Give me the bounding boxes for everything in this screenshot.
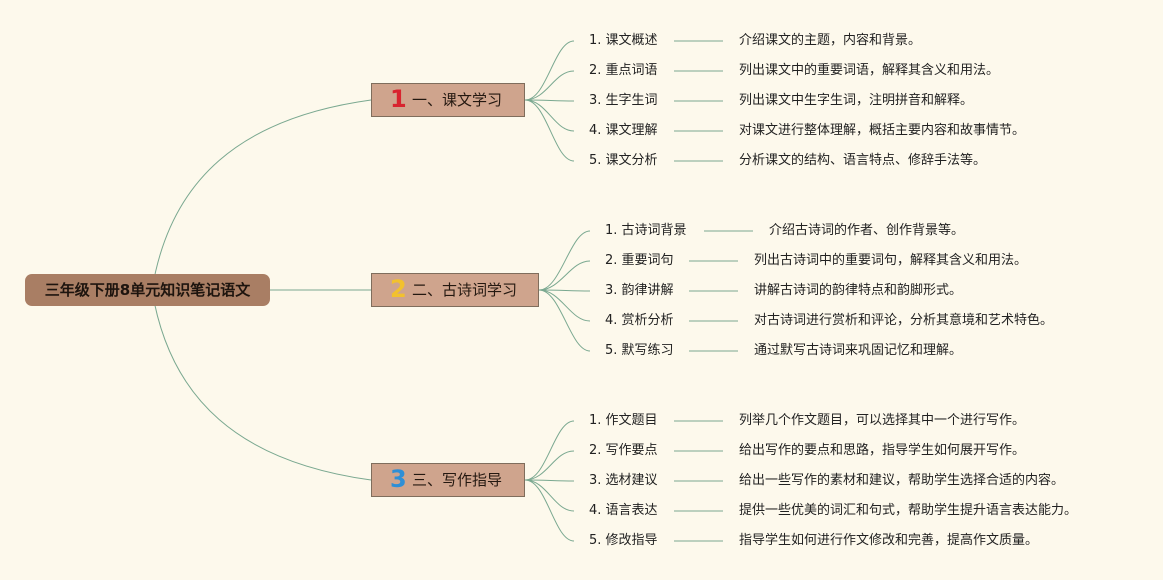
branch-3-to-item-4-line	[524, 479, 575, 512]
branch-1-item-4[interactable]: 4. 课文理解	[589, 123, 658, 138]
branch-2-item-5[interactable]: 5. 默写练习	[605, 343, 674, 358]
branch-3-to-item-5-line	[524, 479, 575, 542]
branch-2-item-3[interactable]: 3. 韵律讲解	[605, 283, 674, 298]
number-2-badge: 2	[390, 275, 407, 303]
branch-2-label: 二、古诗词学习	[412, 281, 518, 299]
branch-3-to-item-2-line	[524, 450, 575, 481]
branch-2-item-1-desc: 介绍古诗词的作者、创作背景等。	[769, 223, 965, 238]
branch-1-to-item-5-line	[524, 99, 575, 162]
branch-3-node[interactable]: 3 三、写作指导	[371, 463, 525, 497]
branch-3-to-item-3-line	[524, 479, 575, 482]
branch-3-label: 三、写作指导	[412, 471, 503, 489]
branch-2-to-item-4-line	[538, 289, 591, 322]
branch-1-item-4-desc: 对课文进行整体理解，概括主要内容和故事情节。	[739, 123, 1026, 138]
branch-2-item-5-desc: 通过默写古诗词来巩固记忆和理解。	[754, 343, 963, 358]
branch-3-item-4-desc: 提供一些优美的词汇和句式，帮助学生提升语言表达能力。	[739, 503, 1078, 518]
branch-2-to-item-5-line	[538, 289, 591, 352]
branch-2-item-3-desc: 讲解古诗词的韵律特点和韵脚形式。	[754, 283, 963, 298]
branch-2-item-2-desc: 列出古诗词中的重要词句，解释其含义和用法。	[754, 253, 1028, 268]
branch-3-item-4[interactable]: 4. 语言表达	[589, 503, 658, 518]
branch-1-item-1[interactable]: 1. 课文概述	[589, 33, 658, 48]
branch-3-item-3-desc: 给出一些写作的素材和建议，帮助学生选择合适的内容。	[739, 473, 1065, 488]
branch-2-item-4-desc: 对古诗词进行赏析和评论，分析其意境和艺术特色。	[754, 313, 1054, 328]
branch-3-item-2-desc: 给出写作的要点和思路，指导学生如何展开写作。	[739, 443, 1026, 458]
branch-2-item-1[interactable]: 1. 古诗词背景	[605, 223, 687, 238]
branch-1-to-item-2-line	[524, 70, 575, 101]
branch-1-item-5-desc: 分析课文的结构、语言特点、修辞手法等。	[739, 153, 987, 168]
branch-1-item-3[interactable]: 3. 生字生词	[589, 93, 658, 108]
root-to-branch-1-line	[151, 99, 372, 291]
branch-1-item-2[interactable]: 2. 重点词语	[589, 63, 658, 78]
branch-2-item-4[interactable]: 4. 赏析分析	[605, 313, 674, 328]
branch-3-item-5[interactable]: 5. 修改指导	[589, 533, 658, 548]
branch-1-to-item-1-line	[524, 40, 575, 101]
root-node[interactable]: 三年级下册8单元知识笔记语文	[25, 274, 270, 306]
branch-1-node[interactable]: 1 一、课文学习	[371, 83, 525, 117]
branch-1-to-item-4-line	[524, 99, 575, 132]
branch-1-item-3-desc: 列出课文中生字生词，注明拼音和解释。	[739, 93, 974, 108]
branch-1-item-2-desc: 列出课文中的重要词语，解释其含义和用法。	[739, 63, 1000, 78]
branch-2-to-item-1-line	[538, 230, 591, 291]
branch-1-to-item-3-line	[524, 99, 575, 102]
branch-3-to-item-1-line	[524, 420, 575, 481]
branch-3-item-3[interactable]: 3. 选材建议	[589, 473, 658, 488]
branch-2-node[interactable]: 2 二、古诗词学习	[371, 273, 539, 307]
number-1-badge: 1	[390, 85, 407, 113]
branch-3-item-2[interactable]: 2. 写作要点	[589, 443, 658, 458]
branch-3-item-1[interactable]: 1. 作文题目	[589, 413, 658, 428]
branch-3-item-5-desc: 指导学生如何进行作文修改和完善，提高作文质量。	[739, 533, 1039, 548]
number-3-badge: 3	[390, 465, 407, 493]
root-to-branch-3-line	[151, 289, 372, 481]
branch-1-item-1-desc: 介绍课文的主题，内容和背景。	[739, 33, 922, 48]
branch-3-item-1-desc: 列举几个作文题目，可以选择其中一个进行写作。	[739, 413, 1026, 428]
branch-2-to-item-2-line	[538, 260, 591, 291]
branch-1-item-5[interactable]: 5. 课文分析	[589, 153, 658, 168]
branch-2-to-item-3-line	[538, 289, 591, 292]
branch-1-label: 一、课文学习	[412, 91, 503, 109]
branch-2-item-2[interactable]: 2. 重要词句	[605, 253, 674, 268]
